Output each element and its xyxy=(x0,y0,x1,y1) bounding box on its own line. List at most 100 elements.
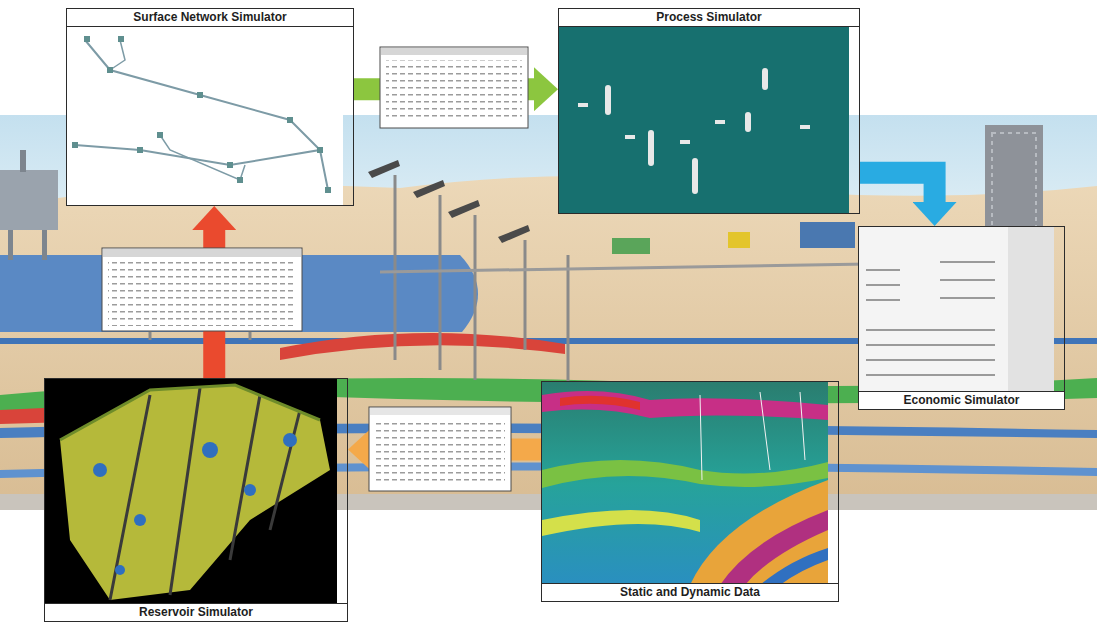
process-screenshot xyxy=(559,26,849,213)
seismic-strata xyxy=(720,510,828,585)
report-line xyxy=(866,359,995,361)
process-vessels xyxy=(578,68,810,194)
network-node xyxy=(227,162,233,168)
simulator-panel: Process Simulator xyxy=(558,8,860,214)
vessel xyxy=(745,112,751,132)
pumpjack xyxy=(448,200,480,218)
network-node xyxy=(317,147,323,153)
table-header xyxy=(370,408,510,415)
seismic-picture xyxy=(542,382,828,585)
panel-title: Static and Dynamic Data xyxy=(542,583,838,601)
plant-building xyxy=(800,222,855,248)
network-node xyxy=(107,67,113,73)
table-frame xyxy=(102,248,302,331)
table-header xyxy=(381,48,527,55)
sea xyxy=(0,255,478,332)
table-header xyxy=(103,249,301,257)
report-line xyxy=(940,279,995,281)
well-trace xyxy=(700,395,702,480)
table-frame xyxy=(380,47,528,128)
vessel xyxy=(692,158,698,194)
platform-mast xyxy=(20,150,26,172)
vessel xyxy=(762,68,768,90)
well-line xyxy=(474,215,477,380)
spot xyxy=(244,484,256,496)
reservoir-model-picture xyxy=(45,379,337,605)
fault xyxy=(110,388,300,600)
well-trace xyxy=(800,392,805,460)
seismic-strata xyxy=(690,480,828,585)
seismic-strata xyxy=(760,548,828,585)
unit xyxy=(800,125,810,129)
well-line xyxy=(524,240,527,350)
table-rows xyxy=(108,262,296,326)
unit xyxy=(578,103,588,107)
panel-title: Economic Simulator xyxy=(859,391,1064,409)
table-rows xyxy=(386,60,522,122)
simulator-panel: Economic Simulator xyxy=(858,226,1065,410)
report-line xyxy=(866,299,900,301)
report-lines xyxy=(866,262,995,375)
pumpjack xyxy=(368,160,400,178)
platform-leg xyxy=(8,230,13,260)
network-node xyxy=(137,147,143,153)
seismic-layer xyxy=(542,460,828,488)
network-node xyxy=(72,142,78,148)
water-spots xyxy=(93,433,297,575)
table-screenshot xyxy=(380,47,528,128)
train xyxy=(612,238,650,254)
report-line xyxy=(866,344,995,346)
reservoir-grid xyxy=(60,385,330,600)
network-node xyxy=(157,132,163,138)
network-node xyxy=(197,92,203,98)
spot xyxy=(93,463,107,477)
simulator-panel: Static and Dynamic Data xyxy=(541,381,839,602)
vessel xyxy=(648,130,654,166)
network-line xyxy=(160,135,245,180)
well-line xyxy=(567,255,570,390)
simulator-panel: Reservoir Simulator xyxy=(44,378,348,622)
vessel xyxy=(605,85,611,115)
spot xyxy=(283,433,297,447)
network-node xyxy=(237,177,243,183)
unit xyxy=(715,120,725,124)
platform-deck xyxy=(0,170,58,230)
well-line xyxy=(439,195,442,370)
seismic-layer xyxy=(542,510,700,536)
panel-title: Surface Network Simulator xyxy=(67,9,353,27)
seismic-layer xyxy=(560,396,640,410)
network-node xyxy=(84,36,90,42)
report-line xyxy=(866,329,995,331)
pumpjack xyxy=(498,225,530,243)
panel-title: Process Simulator xyxy=(559,9,859,27)
spot xyxy=(202,442,218,458)
screen xyxy=(559,26,849,213)
panel-title: Reservoir Simulator xyxy=(45,603,347,621)
simulator-panel: Surface Network Simulator xyxy=(66,8,354,206)
network-node xyxy=(118,36,124,42)
network-nodes xyxy=(72,36,331,193)
seismic-layer xyxy=(542,391,828,420)
screen xyxy=(67,26,343,205)
screen xyxy=(859,227,1054,393)
network-line xyxy=(85,40,320,150)
well-trace xyxy=(760,392,770,470)
unit xyxy=(680,140,690,144)
network-node xyxy=(287,117,293,123)
truck xyxy=(728,232,750,248)
table-frame xyxy=(369,407,511,491)
network-node xyxy=(325,187,331,193)
side-panel xyxy=(1008,227,1054,393)
report-line xyxy=(866,374,995,376)
table-rows xyxy=(375,420,505,484)
network-line xyxy=(110,40,125,70)
offshore-platform xyxy=(0,150,58,260)
pumpjacks xyxy=(368,160,530,243)
pumpjack xyxy=(413,180,445,198)
flow-arrow xyxy=(860,173,935,202)
report-line xyxy=(940,261,995,263)
well-traces xyxy=(700,392,805,480)
